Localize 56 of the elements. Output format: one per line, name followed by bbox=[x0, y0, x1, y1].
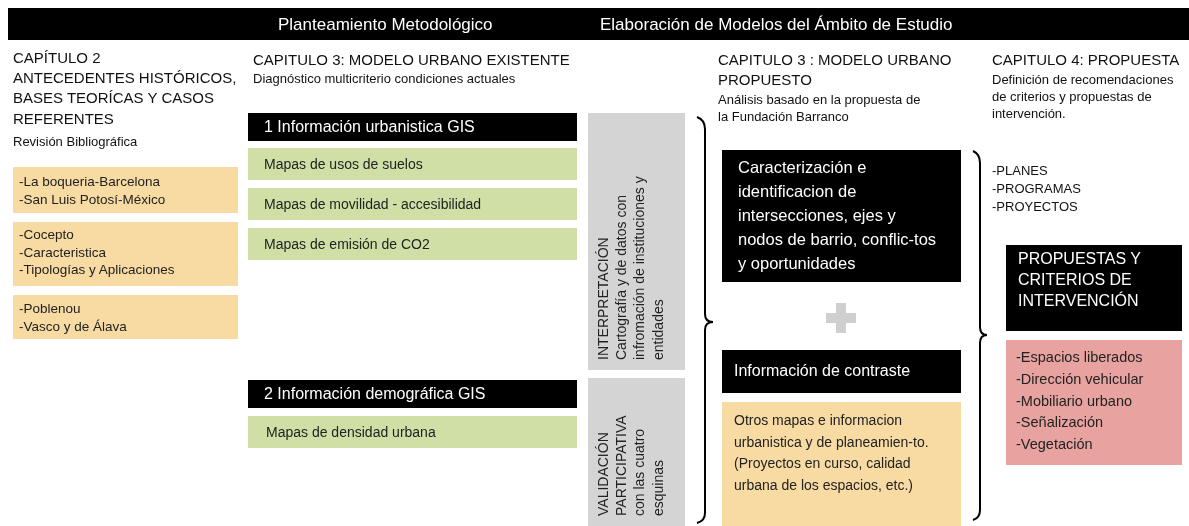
list-item: -Tipologías y Aplicaciones bbox=[19, 261, 175, 279]
list-item: -PROGRAMAS bbox=[992, 181, 1082, 198]
list-item: -La boqueria-Barcelona bbox=[19, 173, 161, 191]
map-box bbox=[248, 188, 577, 220]
chapter-heading: ANTECEDENTES HISTÓRICOS, BASES TEORÍCAS Y CASOS REFERENTES bbox=[13, 68, 238, 129]
chapter-heading: CAPITULO 3: MODELO URBANO EXISTENTE bbox=[253, 50, 571, 70]
box-text: Mapas de movilidad - accesibilidad bbox=[264, 195, 482, 214]
analysis-box bbox=[722, 150, 961, 282]
band-text: con las cuatro esquinas bbox=[630, 427, 667, 516]
subtitle: Revisión Bibliográfica bbox=[13, 134, 139, 151]
reference-box bbox=[13, 222, 238, 286]
section-header bbox=[248, 380, 577, 408]
list-item: -Espacios liberados bbox=[1016, 348, 1143, 367]
list-item: -Caracteristica bbox=[19, 243, 107, 262]
reference-box bbox=[13, 295, 238, 339]
vertical-band bbox=[588, 378, 685, 526]
list-item: -Dirección vehicular bbox=[1016, 369, 1144, 389]
list-item: -Poblenou bbox=[19, 300, 81, 318]
box-text: PROPUESTAS Y CRITERIOS DE INTERVENCIÓN bbox=[1018, 249, 1142, 311]
header-band bbox=[8, 8, 1189, 40]
band-title: VALIDACIÓN PARTICIPATIVA bbox=[594, 414, 631, 516]
box-text: 2 Información demográfica GIS bbox=[264, 384, 486, 404]
box-text: Mapas de emisión de CO2 bbox=[264, 235, 430, 254]
list-item: -Vegetación bbox=[1016, 435, 1093, 454]
header-text: Elaboración de Modelos del Ámbito de Estudio bbox=[600, 14, 953, 36]
chapter-heading: CAPÍTULO 2 bbox=[13, 48, 102, 68]
map-box bbox=[248, 416, 577, 448]
list-item: -Señalización bbox=[1016, 413, 1104, 433]
information-box bbox=[722, 402, 961, 526]
box-text: Caracterización e identificacion de intersecciones, ejes y nodos de barrio, conflic-tos y oportunidades bbox=[738, 157, 938, 274]
chapter-heading: CAPITULO 4: PROPUESTA bbox=[992, 50, 1181, 70]
proposal-box bbox=[1006, 245, 1182, 331]
box-text: Mapas de densidad urbana bbox=[266, 423, 436, 442]
chapter-heading: CAPITULO 3 : MODELO URBANO PROPUESTO bbox=[718, 50, 953, 89]
box-text: 1 Información urbanistica GIS bbox=[264, 117, 475, 137]
band-title: INTERPRETACIÓN bbox=[594, 236, 612, 360]
map-box bbox=[248, 148, 577, 180]
reference-box bbox=[13, 167, 238, 213]
list-item: -San Luis Potosí-México bbox=[19, 190, 166, 209]
proposal-list bbox=[1006, 340, 1182, 465]
vertical-band bbox=[588, 113, 685, 370]
box-text: Otros mapas e informacion urbanistica y de planeamien-to. (Proyectos en curso, calidad urbana de los espacios, etc.) bbox=[734, 411, 930, 496]
list-item: -Cocepto bbox=[19, 226, 74, 244]
list-item: -PROYECTOS bbox=[992, 199, 1079, 216]
list-item: -PLANES bbox=[992, 163, 1049, 180]
section-header bbox=[248, 113, 577, 141]
subtitle: Diagnóstico multicriterio condiciones actuales bbox=[253, 71, 517, 88]
subtitle: Definición de recomendaciones de criterios y propuestas de intervención. bbox=[992, 72, 1175, 123]
subtitle: Análisis basado en la propuesta de la Fundación Barranco bbox=[718, 92, 922, 126]
map-box bbox=[248, 228, 577, 260]
analysis-box bbox=[722, 350, 961, 393]
list-item: -Vasco y de Álava bbox=[19, 317, 127, 336]
header-text: Planteamiento Metodológico bbox=[278, 14, 493, 36]
box-text: Información de contraste bbox=[734, 361, 911, 381]
list-item: -Mobiliario urbano bbox=[1016, 391, 1133, 411]
box-text: Mapas de usos de suelos bbox=[264, 155, 423, 174]
